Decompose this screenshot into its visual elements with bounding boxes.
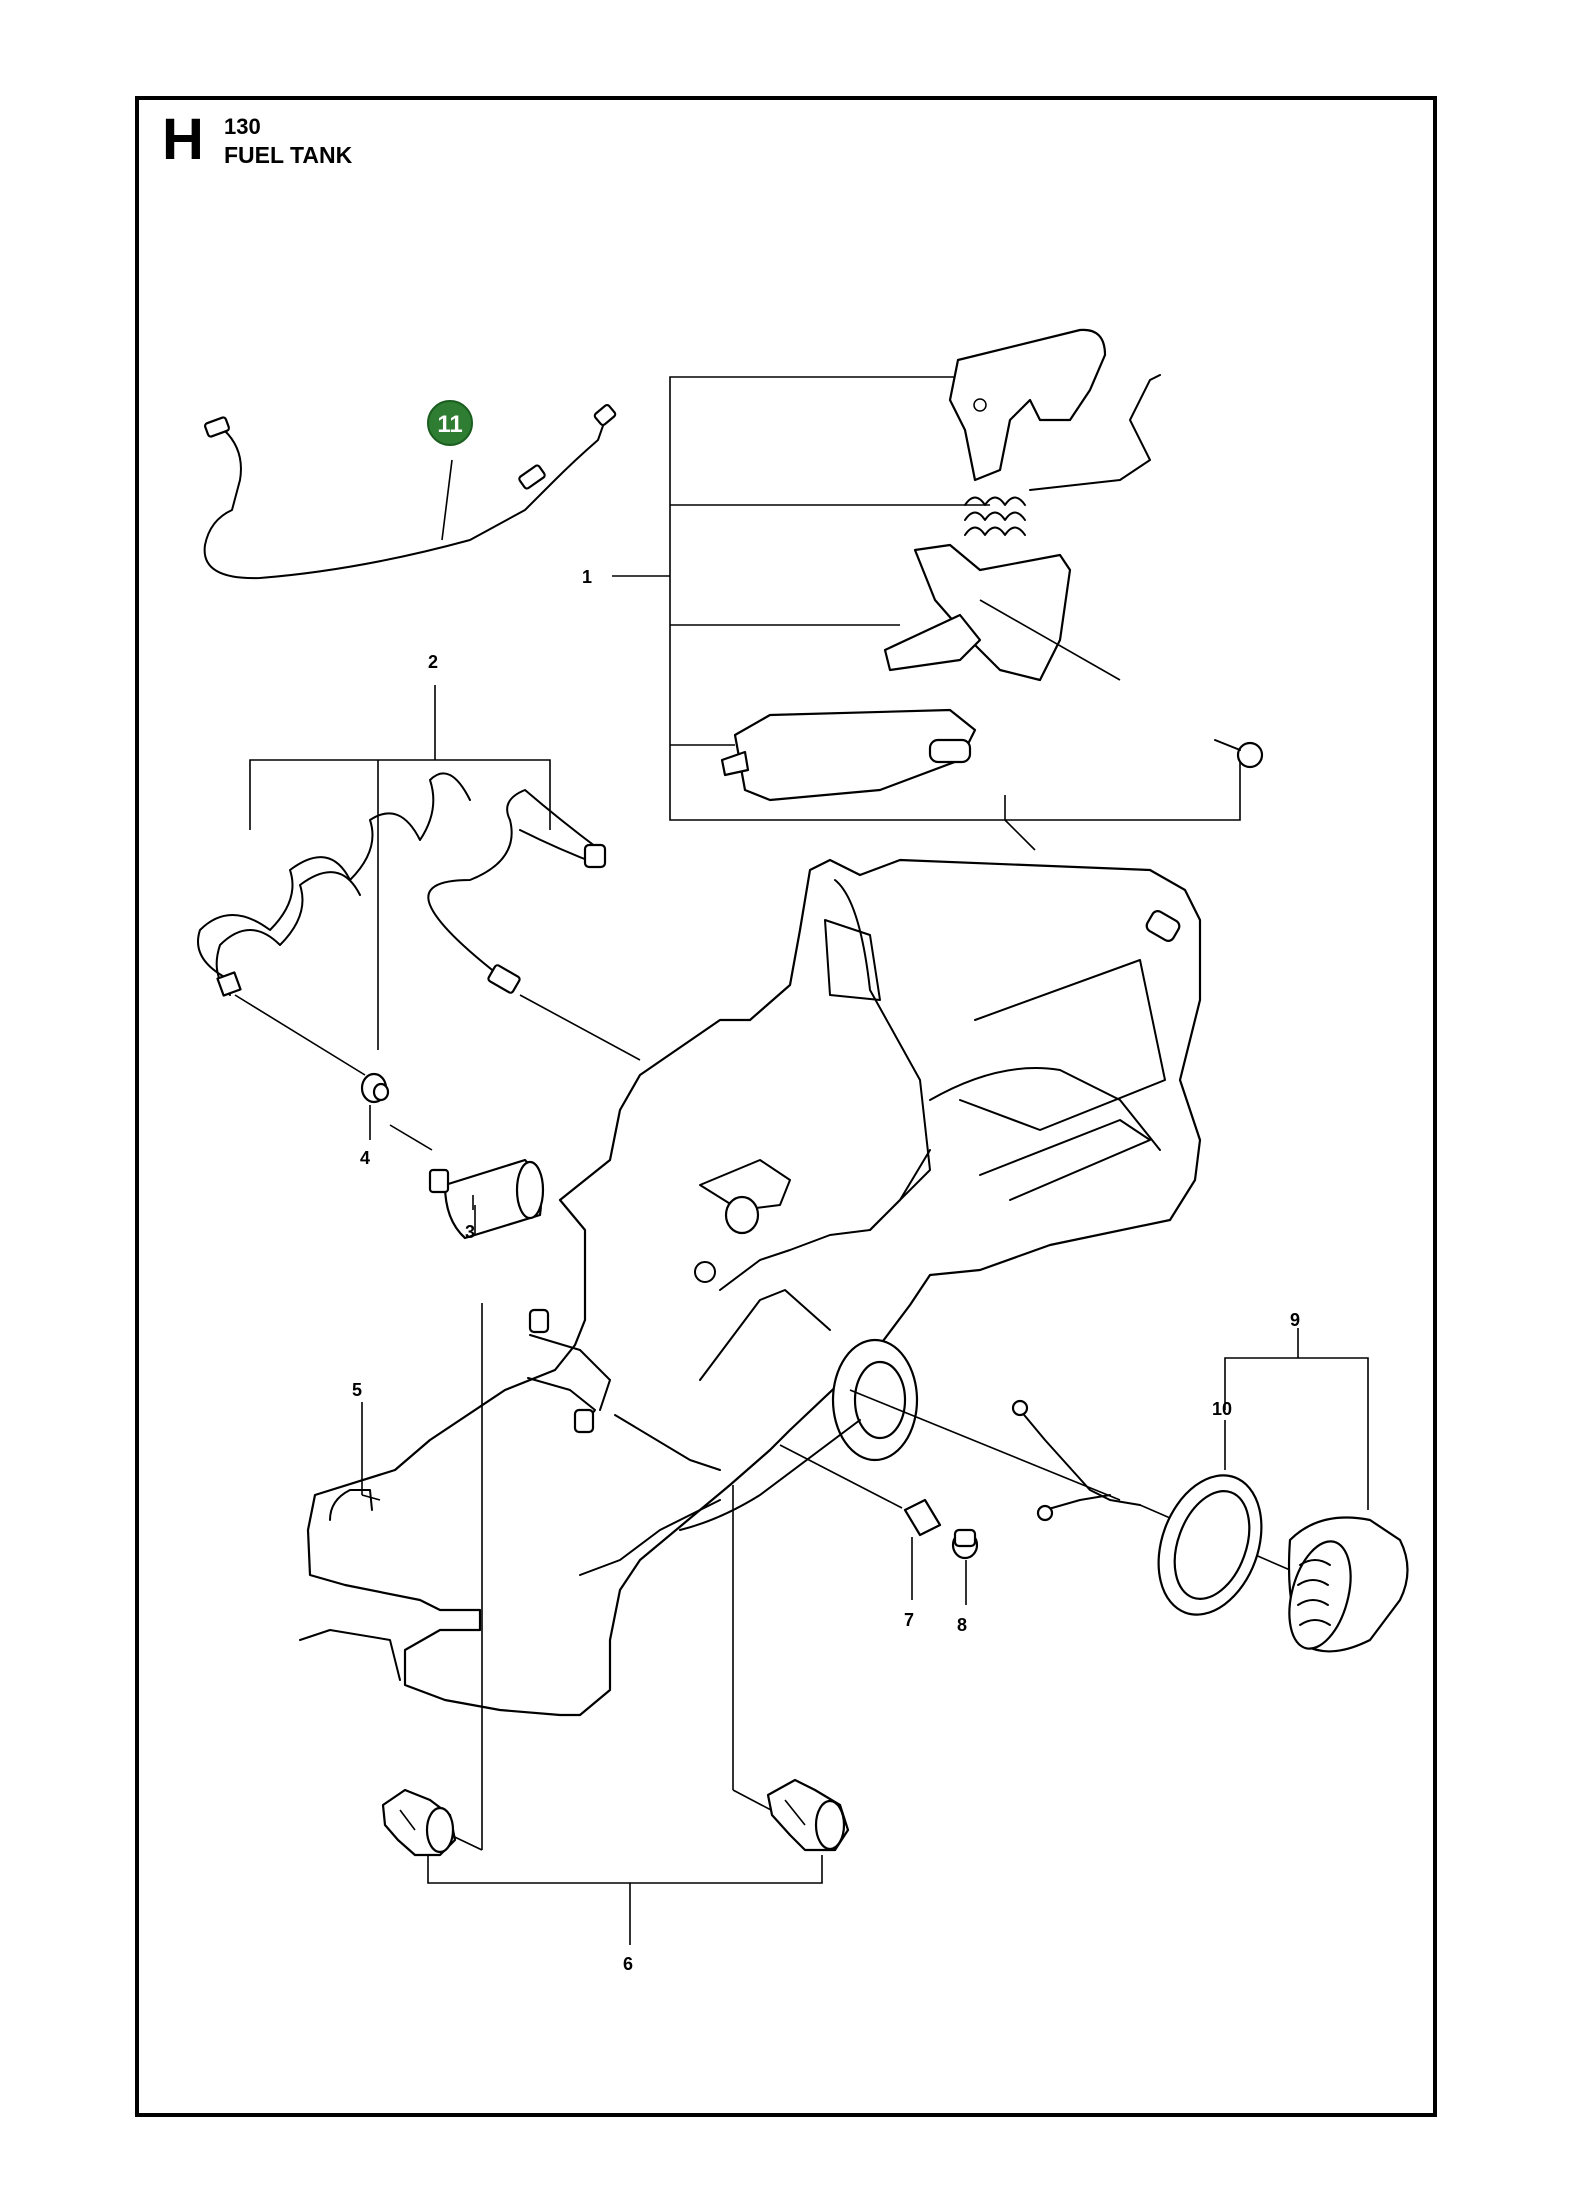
callout-8: 8 [957,1615,967,1635]
section-letter: H [162,107,204,172]
tank-plug-right[interactable] [766,1778,850,1852]
bracket-part-2 [249,685,551,1050]
bracket-parts-9-10 [1224,1328,1369,1510]
callout-1: 1 [582,567,592,587]
callout-10: 10 [1212,1399,1232,1419]
callout-9: 9 [1290,1310,1300,1330]
section-title: FUEL TANK [224,142,353,168]
svg-text:11: 11 [437,411,462,438]
page-frame [135,96,1437,2117]
leader-handle-insert-to-tank [1004,819,1036,851]
leader-5b [361,1494,381,1501]
section-number: 130 [224,114,261,139]
leader-hose-to-tank [519,994,641,1061]
fuel-grommet[interactable] [360,1072,390,1104]
cap-tether-strap[interactable] [849,1389,1291,1571]
callout-4: 4 [360,1148,370,1168]
tank-plug-left[interactable] [381,1788,457,1857]
callout-badge-11[interactable]: 11 [427,400,473,446]
throttle-cable[interactable] [203,403,617,580]
fuel-cap[interactable] [1279,1516,1409,1656]
callout-5: 5 [352,1380,362,1400]
handle-insert-part[interactable] [720,708,977,802]
leader-hose-to-grommet [234,994,366,1076]
callout-7: 7 [904,1610,914,1630]
bracket-part-1 [612,376,1241,821]
fuel-hose-straight[interactable] [427,789,607,994]
throttle-lockout-part[interactable] [883,543,1121,682]
handle-screw[interactable] [1214,739,1264,769]
cap-plug-part[interactable] [951,1528,979,1560]
fuel-hose-coiled[interactable] [197,772,471,997]
callout-6: 6 [623,1954,633,1974]
fuel-tank-body[interactable] [299,858,1202,1717]
fuel-filter[interactable] [389,1124,545,1240]
trigger-spring[interactable] [964,496,1026,536]
callout-3: 3 [465,1222,475,1242]
fuel-cap-seal[interactable] [1140,1461,1279,1629]
callout-2: 2 [428,652,438,672]
throttle-trigger-part[interactable] [948,328,1161,491]
check-valve-part[interactable] [779,1444,942,1537]
